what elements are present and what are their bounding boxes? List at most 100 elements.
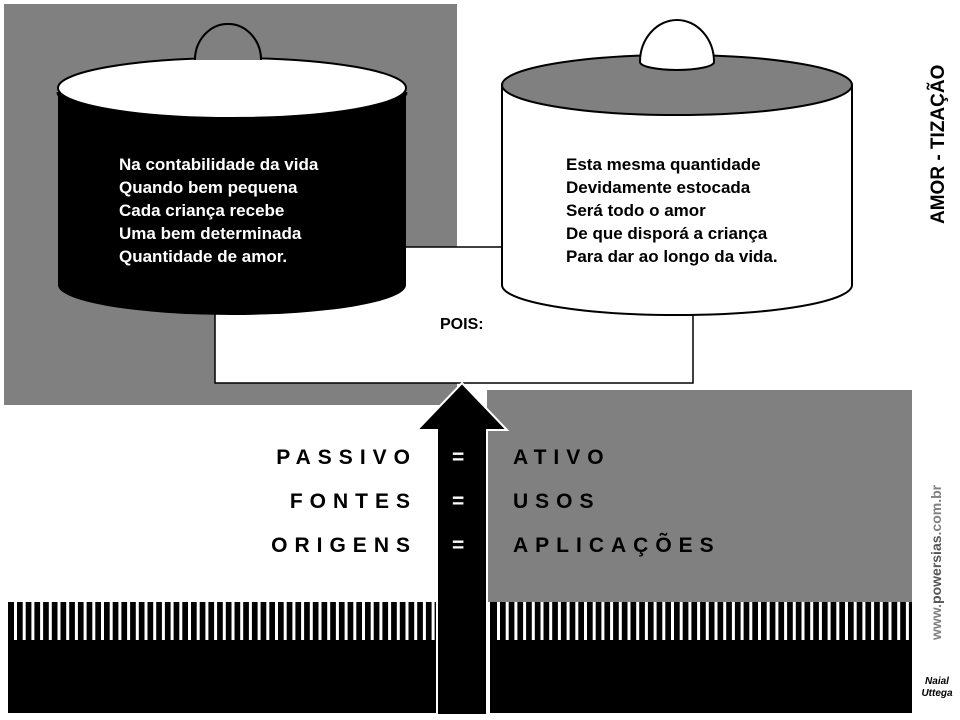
gray-panel-bottom-right [487, 390, 912, 602]
comb-tooth-gap [301, 602, 305, 640]
right-jar-text: Esta mesma quantidade Devidamente estoca… [566, 153, 778, 268]
comb-tooth-gap [531, 602, 535, 640]
comb-tooth-gap [871, 602, 875, 640]
comb-tooth-gap [853, 602, 857, 640]
comb-tooth-gap [362, 602, 365, 640]
comb-tooth-gap [222, 602, 226, 640]
comb-tooth-gap [388, 602, 392, 640]
comb-tooth-gap [57, 602, 61, 640]
comb-tooth-gap [370, 602, 374, 640]
comb-tooth-gap [671, 602, 674, 640]
comb-tooth-gap [92, 602, 96, 640]
comb-tooth-gap [836, 602, 840, 640]
comb-tooth-gap [83, 602, 87, 640]
comb-tooth-gap [48, 602, 52, 640]
comb-tooth-gap [549, 602, 553, 640]
up-arrow [414, 381, 510, 716]
left-jar-text: Na contabilidade da vida Quando bem pequ… [119, 153, 318, 268]
comb-tooth-gap [327, 602, 331, 640]
comb-tooth-gap [627, 602, 631, 640]
comb-tooth-gap [353, 602, 357, 640]
comb-base [8, 602, 912, 713]
comb-tooth-gap [523, 602, 527, 640]
comb-tooth-gap [431, 602, 435, 640]
comb-tooth-gap [610, 602, 614, 640]
comb-tooth-gap [14, 602, 17, 640]
comb-tooth-gap [144, 602, 148, 640]
comb-tooth-gap [540, 602, 544, 640]
left-jar-line: Uma bem determinada [119, 224, 302, 243]
comb-tooth-gap [644, 602, 648, 640]
equation-right: USOS [513, 490, 601, 513]
comb-tooth-gap [584, 602, 587, 640]
comb-tooth-gap [309, 602, 313, 640]
comb-tooth-gap [845, 602, 848, 640]
comb-tooth-gap [714, 602, 718, 640]
comb-tooth-gap [422, 602, 426, 640]
left-jar-line: Cada criança recebe [119, 201, 285, 220]
left-jar-line: Quando bem pequena [119, 178, 298, 197]
comb-tooth-gap [257, 602, 261, 640]
comb-tooth-gap [592, 602, 596, 640]
comb-tooth-gap [127, 602, 131, 640]
comb-tooth-gap [879, 602, 883, 640]
comb-tooth-gap [749, 602, 753, 640]
comb-tooth-gap [266, 602, 270, 640]
comb-tooth-gap [396, 602, 400, 640]
comb-tooth-gap [818, 602, 822, 640]
comb-tooth-gap [758, 602, 761, 640]
equation-left: PASSIVO [276, 446, 417, 469]
website-text: www.powersias.com.br [928, 484, 944, 640]
equation-right: ATIVO [513, 446, 611, 469]
right-jar-line: Devidamente estocada [566, 178, 751, 197]
comb-tooth-gap [566, 602, 570, 640]
comb-tooth-gap [22, 602, 26, 640]
comb-tooth-gap [775, 602, 779, 640]
comb-tooth-gap [897, 602, 901, 640]
comb-tooth-gap [275, 602, 278, 640]
comb-tooth-gap [697, 602, 701, 640]
comb-tooth-gap [723, 602, 727, 640]
comb-tooth-gap [801, 602, 805, 640]
comb-tooth-gap [405, 602, 409, 640]
comb-tooth-gap [905, 602, 909, 640]
comb-tooth-gap [179, 602, 183, 640]
comb-tooth-gap [214, 602, 218, 640]
comb-tooth-gap [161, 602, 165, 640]
comb-tooth-gap [205, 602, 209, 640]
comb-tooth-gap [335, 602, 339, 640]
equation-sign: = [452, 446, 472, 469]
comb-tooth-gap [679, 602, 683, 640]
comb-tooth-gap [40, 602, 44, 640]
comb-tooth-gap [118, 602, 122, 640]
comb-tooth-gap [31, 602, 35, 640]
equation-sign: = [452, 490, 472, 513]
right-jar-white [501, 19, 853, 316]
comb-tooth-gap [196, 602, 200, 640]
comb-tooth-gap [283, 602, 287, 640]
comb-tooth-gap [557, 602, 561, 640]
comb-tooth-gap [888, 602, 892, 640]
comb-tooth-gap [636, 602, 640, 640]
comb-tooth-gap [688, 602, 692, 640]
comb-tooth-gap [231, 602, 235, 640]
equation-left: FONTES [289, 490, 417, 513]
comb-tooth-gap [414, 602, 418, 640]
comb-tooth-gap [575, 602, 579, 640]
comb-tooth-gap [601, 602, 605, 640]
comb-tooth-gap [784, 602, 788, 640]
comb-tooth-gap [248, 602, 252, 640]
equation-left: ORIGENS [271, 534, 417, 557]
comb-tooth-gap [662, 602, 666, 640]
comb-tooth-gap [705, 602, 709, 640]
comb-tooth-gap [618, 602, 622, 640]
comb-tooth-gap [74, 602, 78, 640]
comb-tooth-gap [497, 602, 500, 640]
comb-tooth-gap [135, 602, 139, 640]
comb-tooth-gap [379, 602, 383, 640]
right-jar-line: De que disporá a criança [566, 224, 768, 243]
equation-sign: = [452, 534, 472, 557]
left-jar-line: Na contabilidade da vida [119, 155, 319, 174]
right-jar-line: Para dar ao longo da vida. [566, 247, 778, 266]
